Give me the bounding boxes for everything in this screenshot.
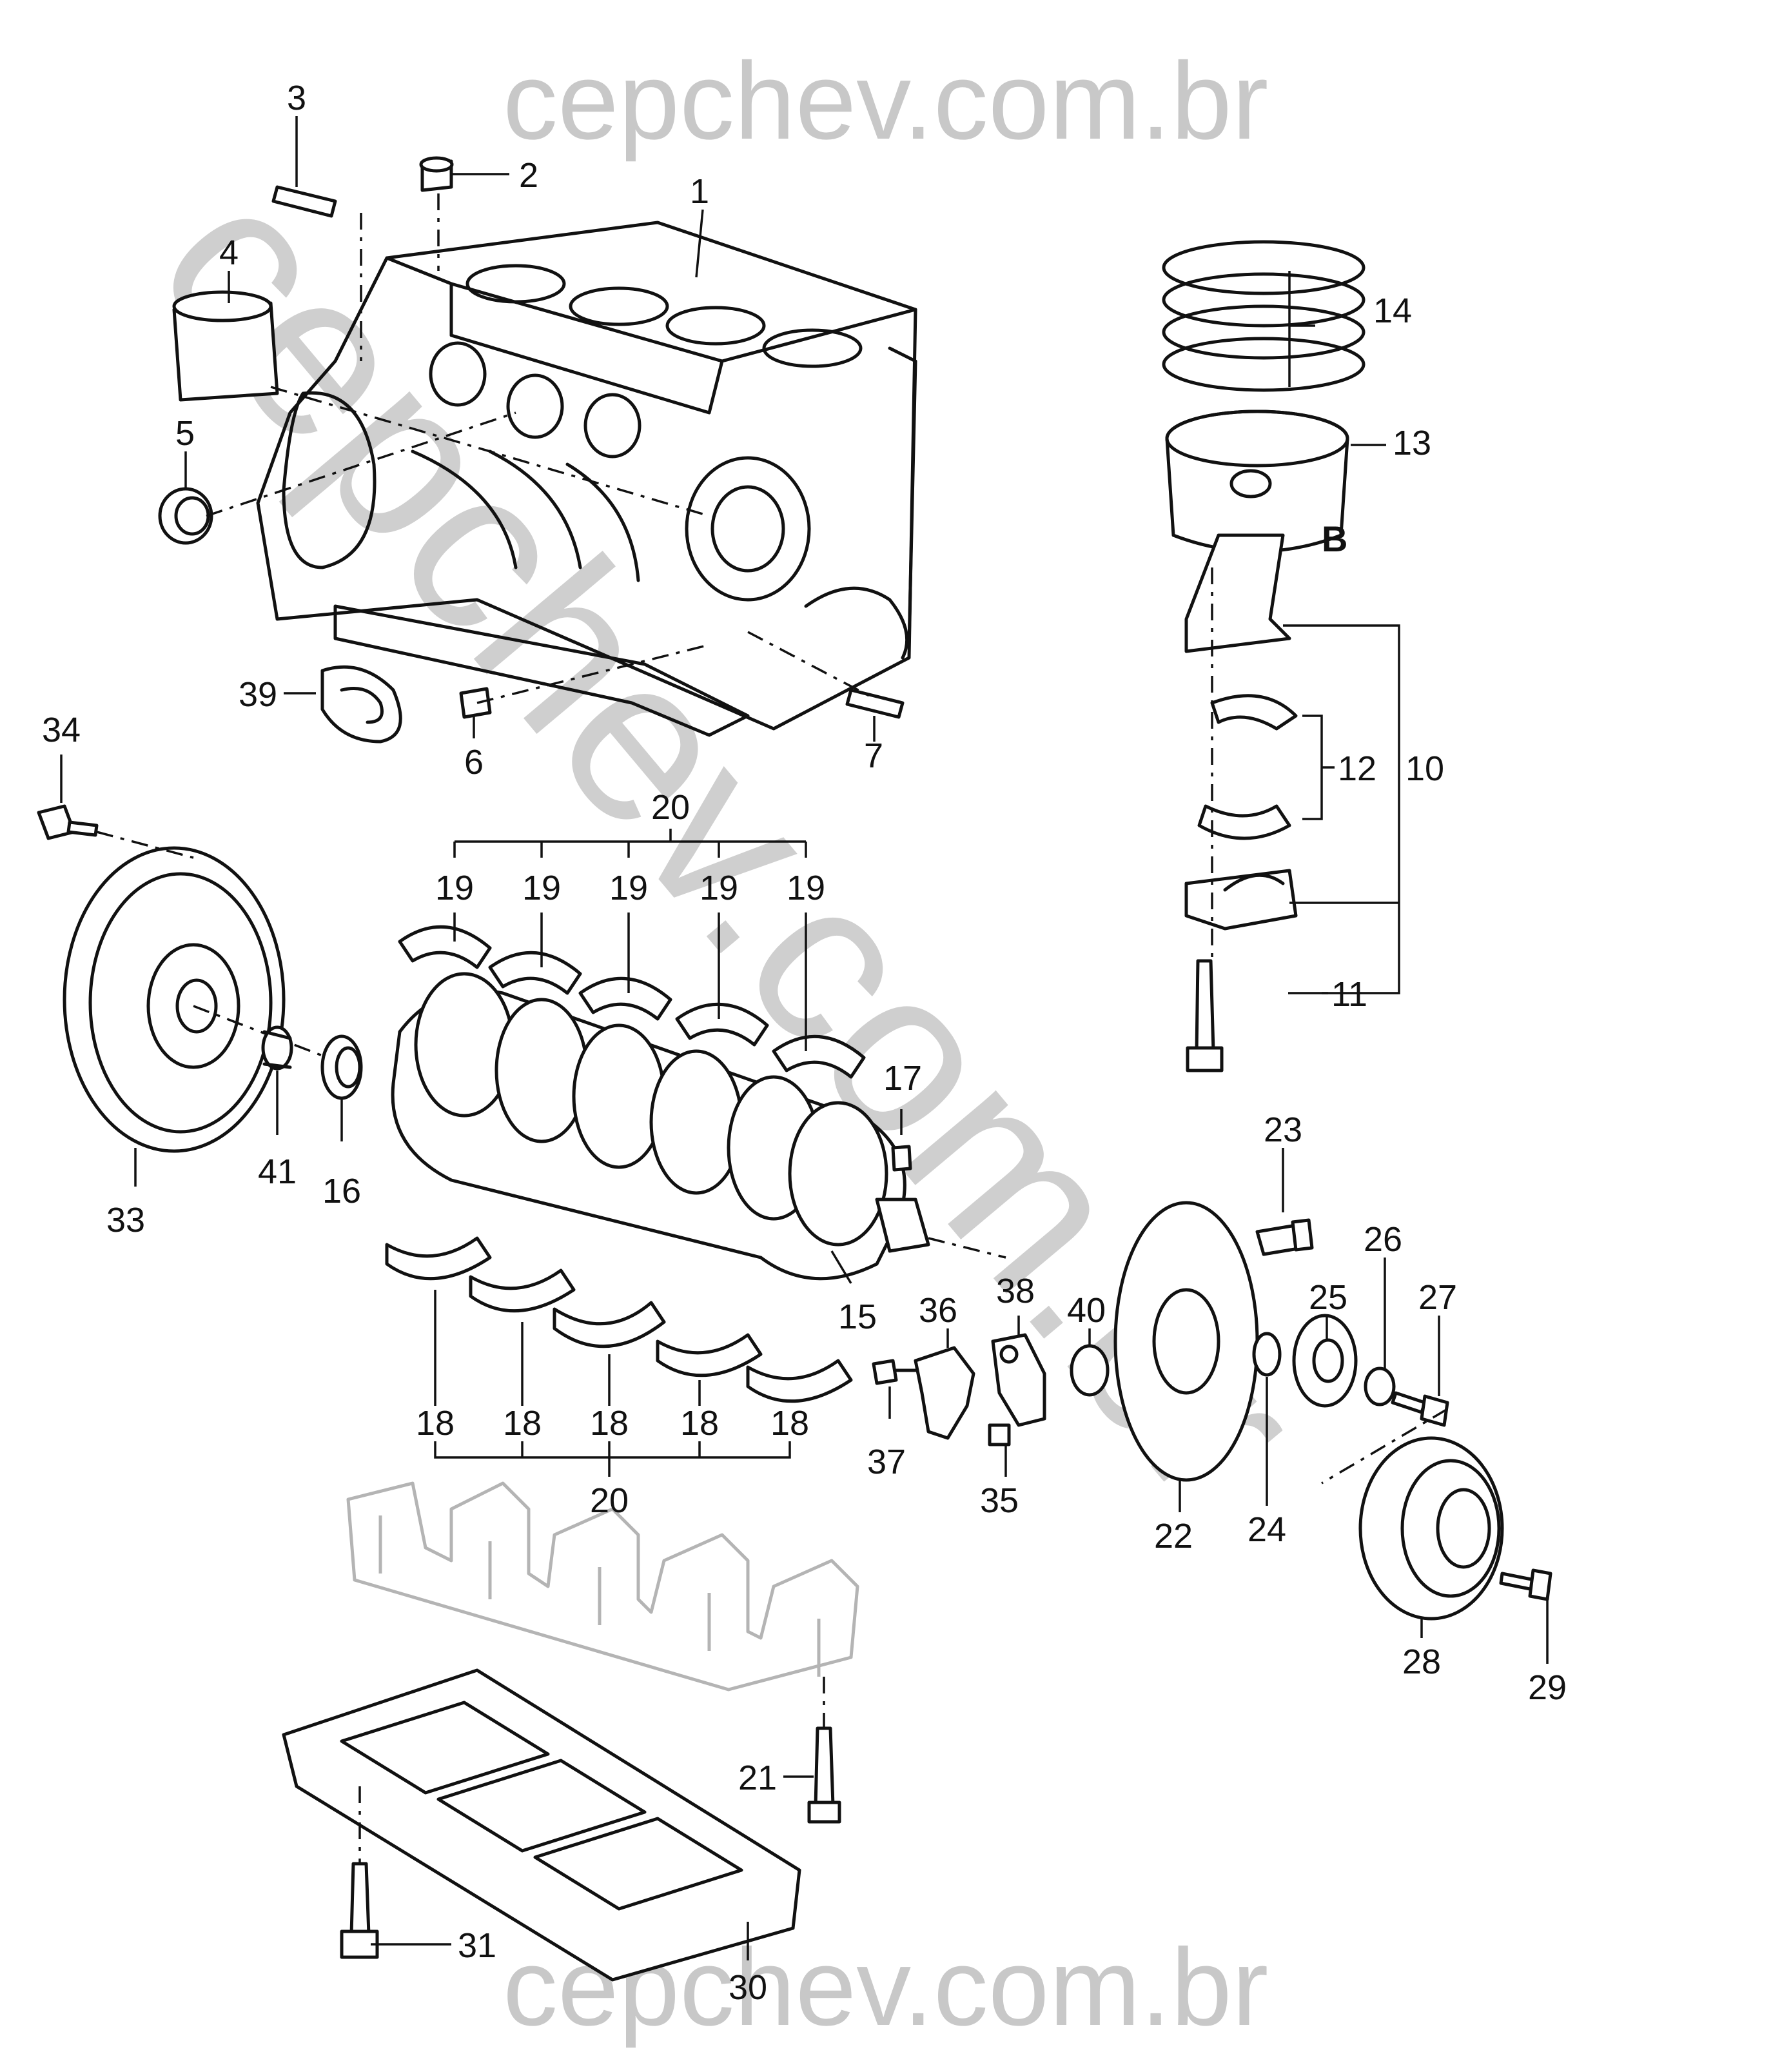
rod-cap [1184, 869, 1298, 931]
lower-main-bearings-18 [385, 1236, 853, 1403]
callout-14: 14 [1373, 291, 1412, 330]
callout-22: 22 [1154, 1517, 1193, 1555]
callout-18-b: 18 [503, 1404, 542, 1443]
callout-26: 26 [1364, 1220, 1402, 1259]
callout-23: 23 [1264, 1110, 1302, 1149]
callout-19-c: 19 [609, 869, 648, 907]
callout-25: 25 [1309, 1278, 1347, 1317]
callout-15: 15 [838, 1297, 877, 1336]
key-17 [891, 1145, 912, 1172]
callout-3: 3 [287, 79, 306, 117]
callout-34: 34 [42, 711, 81, 749]
callout-35: 35 [980, 1481, 1019, 1520]
piston-rings-14 [1162, 240, 1366, 392]
sensor-36 [914, 1346, 975, 1440]
callout-18-c: 18 [590, 1404, 629, 1443]
o-ring-40 [1070, 1344, 1110, 1397]
callout-27: 27 [1418, 1278, 1457, 1317]
bolt-29 [1499, 1568, 1552, 1601]
section-letter-b: B [1322, 518, 1347, 559]
bedplate-30 [282, 1668, 801, 1982]
seal-5 [158, 487, 213, 545]
plug-2 [419, 156, 454, 192]
callout-7: 7 [864, 736, 883, 775]
sleeve-4 [172, 290, 279, 402]
bolt-35 [988, 1423, 1011, 1446]
dowel-pin-3 [271, 185, 337, 218]
dowel-pin-7 [845, 688, 905, 719]
washer-24 [1252, 1332, 1282, 1377]
callout-19-a: 19 [435, 869, 474, 907]
bolt-23 [1255, 1218, 1314, 1256]
callout-36: 36 [919, 1291, 957, 1330]
bolt-21 [807, 1726, 841, 1824]
callout-20-top: 20 [651, 788, 690, 827]
callout-16: 16 [322, 1172, 361, 1210]
callout-21: 21 [738, 1759, 777, 1797]
bearing-shells-12 [1197, 694, 1298, 840]
gasket-39 [320, 665, 402, 744]
bracket-38 [991, 1333, 1046, 1427]
bolt-27 [1391, 1391, 1449, 1427]
seal-16 [320, 1034, 363, 1100]
plug-6 [459, 687, 492, 719]
callout-24: 24 [1248, 1510, 1286, 1549]
piston-13 [1165, 409, 1349, 553]
bearing-caps-ghost [346, 1481, 859, 1692]
callout-18-e: 18 [770, 1404, 809, 1443]
callout-28: 28 [1402, 1643, 1441, 1681]
bolt-31 [340, 1862, 379, 1959]
callout-18-d: 18 [680, 1404, 719, 1443]
callout-2: 2 [519, 156, 538, 195]
callout-40: 40 [1067, 1291, 1106, 1330]
reluctor-wheel-22 [1113, 1201, 1259, 1482]
callout-39: 39 [239, 675, 277, 714]
connecting-rod [1184, 533, 1291, 653]
callout-12: 12 [1338, 749, 1376, 788]
callout-labels: B 1 2 3 4 5 6 7 39 13 14 12 10 11 34 33 … [42, 79, 1567, 2007]
callout-19-b: 19 [522, 869, 561, 907]
callout-5: 5 [175, 414, 195, 453]
rod-bolt-11 [1186, 959, 1224, 1072]
callout-4: 4 [219, 233, 239, 272]
washer-26 [1364, 1367, 1396, 1406]
upper-main-bearings-19 [398, 925, 866, 1079]
engine-block [256, 221, 917, 737]
callout-20-bottom: 20 [590, 1481, 629, 1520]
callout-18-a: 18 [416, 1404, 455, 1443]
flywheel-33 [63, 846, 286, 1153]
bushing-41 [261, 1025, 293, 1071]
callout-19-d: 19 [700, 869, 738, 907]
callout-19-e: 19 [787, 869, 825, 907]
callout-1: 1 [690, 172, 709, 211]
callout-33: 33 [106, 1201, 145, 1239]
callout-13: 13 [1393, 424, 1431, 462]
crankshaft-15 [391, 972, 930, 1281]
callout-6: 6 [464, 743, 484, 782]
callout-31: 31 [458, 1926, 496, 1965]
watermark-top: cepchev.com.br [503, 40, 1268, 163]
bolt-37 [872, 1359, 917, 1385]
callout-38: 38 [996, 1272, 1035, 1310]
callout-17: 17 [883, 1059, 922, 1098]
callout-37: 37 [867, 1443, 906, 1481]
callout-41: 41 [258, 1152, 297, 1191]
callout-29: 29 [1528, 1668, 1567, 1707]
callout-30: 30 [729, 1968, 767, 2007]
pulley-28 [1358, 1436, 1504, 1621]
bolt-34 [37, 804, 99, 840]
sprocket-25 [1292, 1314, 1358, 1408]
callout-10: 10 [1405, 749, 1444, 788]
callout-11: 11 [1331, 975, 1367, 1014]
